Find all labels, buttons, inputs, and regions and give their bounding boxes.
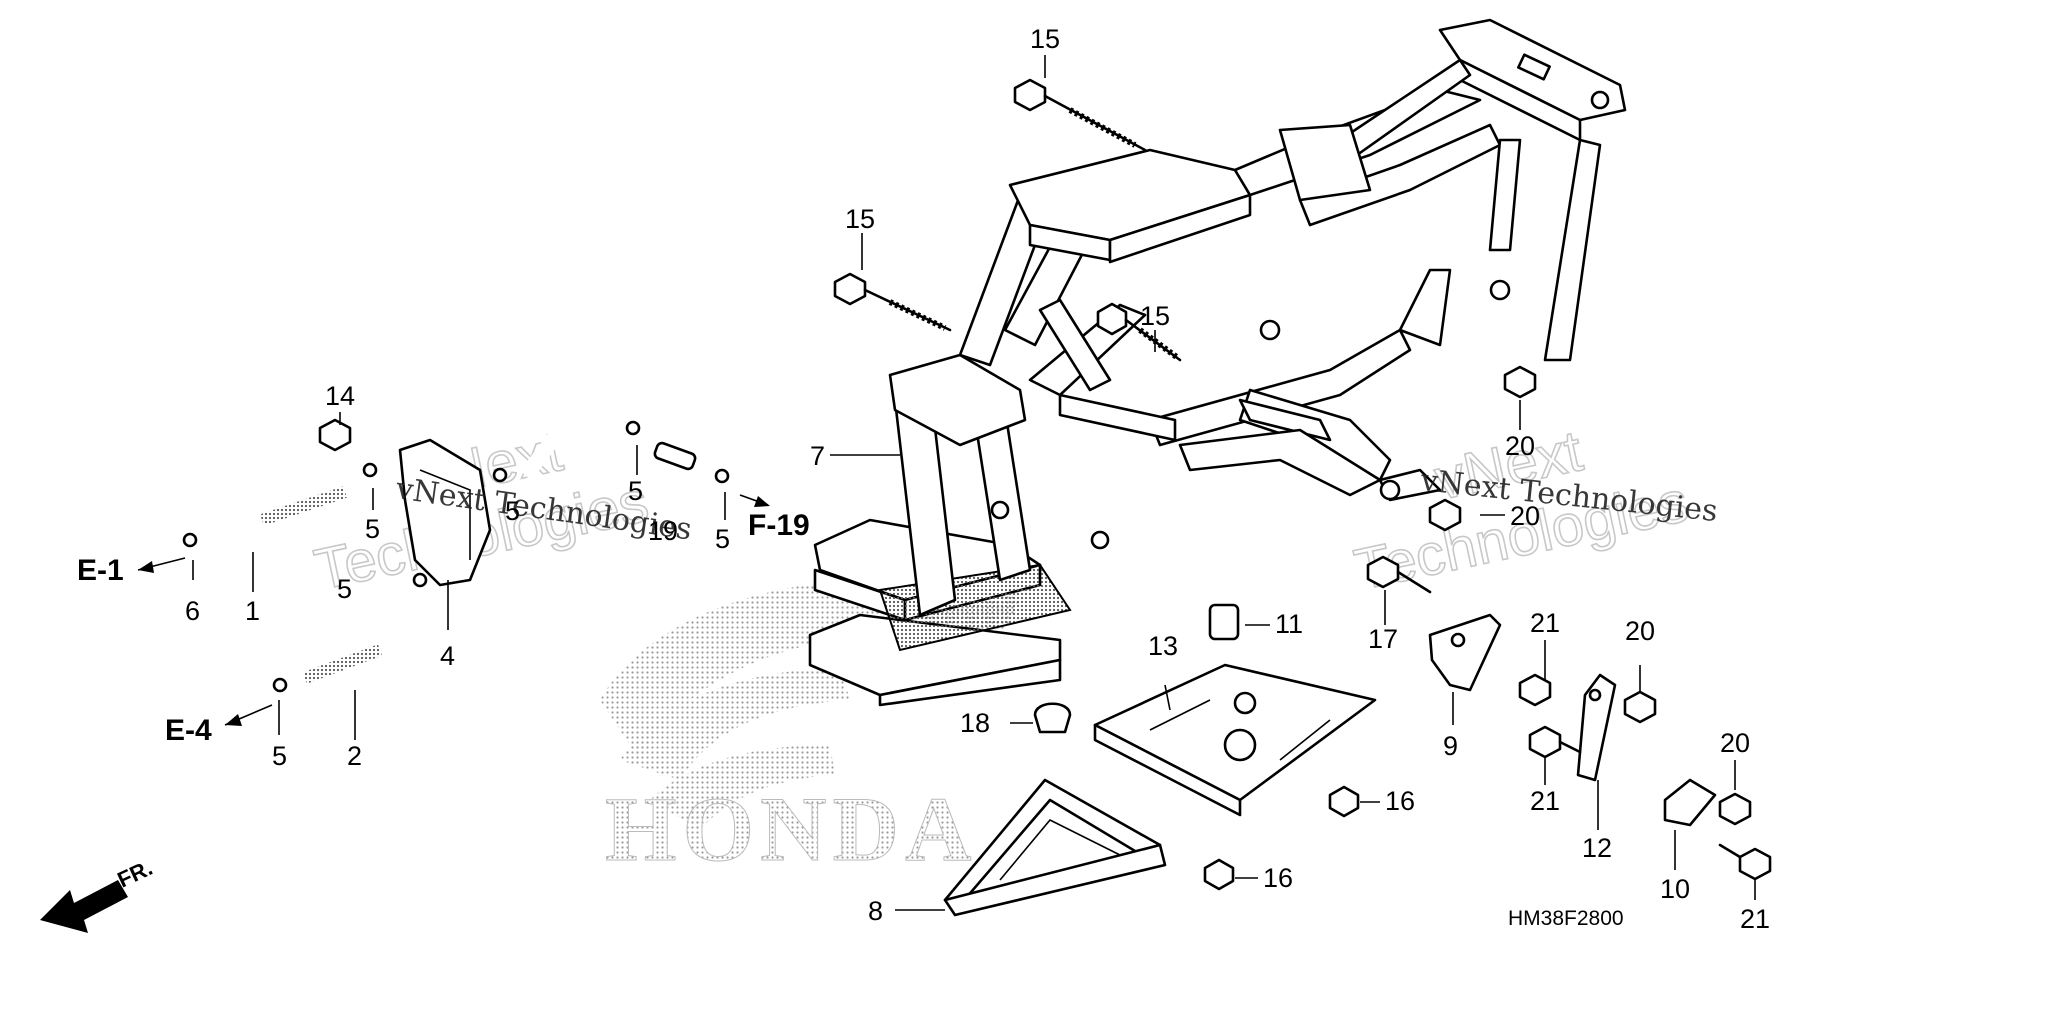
callout-5: 5 (628, 476, 643, 506)
breather-tank-4[interactable] (398, 438, 492, 587)
frame-assembly[interactable] (808, 18, 1627, 707)
bolt-21b[interactable] (1528, 725, 1582, 759)
ref-f19-label: F-19 (748, 509, 810, 542)
nut-20a[interactable] (1503, 365, 1537, 399)
callout-9: 9 (1443, 731, 1458, 761)
callout-2: 2 (347, 741, 362, 771)
callout-11: 11 (1275, 609, 1303, 639)
joint-19[interactable] (653, 441, 697, 471)
bolt-15-lower[interactable] (1096, 302, 1182, 362)
bolt-16b[interactable] (1203, 858, 1235, 891)
callout-1: 1 (245, 596, 260, 626)
callout-20: 20 (1505, 431, 1535, 461)
callout-13: 13 (1148, 631, 1178, 661)
callout-21: 21 (1530, 786, 1560, 816)
callout-14: 14 (325, 381, 355, 411)
bolt-14[interactable] (318, 418, 352, 452)
callouts: 15 15 15 14 7 5 5 5 5 5 5 19 6 1 4 2 20 … (185, 24, 1770, 934)
hose-upper[interactable] (522, 406, 618, 478)
callout-17: 17 (1368, 624, 1398, 654)
bolt-21a[interactable] (1518, 673, 1552, 707)
bolt-21c[interactable] (1718, 843, 1772, 881)
bolt-17[interactable] (1366, 555, 1432, 594)
callout-16: 16 (1263, 863, 1293, 893)
diagram-code: HM38F2800 (1508, 907, 1624, 930)
ref-e1-label: E-1 (77, 554, 124, 587)
callout-15: 15 (1030, 24, 1060, 54)
callout-4: 4 (440, 641, 455, 671)
bracket-10[interactable] (1663, 778, 1717, 827)
grommet-18[interactable] (1033, 702, 1072, 734)
nut-20c[interactable] (1623, 690, 1657, 724)
bolt-15-middle[interactable] (833, 272, 952, 332)
bolt-15-top[interactable] (1013, 78, 1147, 152)
bolt-16a[interactable] (1328, 785, 1360, 818)
ref-e4[interactable]: E-4 (165, 704, 273, 747)
callout-5: 5 (715, 524, 730, 554)
leader-lines (192, 55, 1756, 911)
front-direction-arrow: FR. (40, 855, 156, 933)
callout-18: 18 (960, 708, 990, 738)
honda-brand-text: HONDA (605, 778, 977, 880)
callout-5: 5 (365, 514, 380, 544)
ref-e4-label: E-4 (165, 714, 212, 747)
nut-20d[interactable] (1718, 792, 1752, 826)
callout-19: 19 (648, 516, 678, 546)
callout-20: 20 (1625, 616, 1655, 646)
callout-21: 21 (1740, 904, 1770, 934)
callout-20: 20 (1510, 501, 1540, 531)
callout-21: 21 (1530, 608, 1560, 638)
skid-plate-13[interactable] (1093, 663, 1377, 817)
skid-plate-8[interactable] (943, 778, 1167, 917)
callout-5: 5 (505, 496, 520, 526)
hose-1[interactable] (223, 482, 358, 556)
clip-fittings[interactable] (182, 420, 730, 693)
bracket-12[interactable] (1576, 673, 1617, 782)
ref-f19[interactable]: F-19 (739, 494, 810, 542)
callout-10: 10 (1660, 874, 1690, 904)
callout-15: 15 (1140, 301, 1170, 331)
bracket-9[interactable] (1428, 613, 1502, 692)
callout-8: 8 (868, 896, 883, 926)
ref-e1[interactable]: E-1 (77, 554, 186, 587)
callout-7: 7 (810, 441, 825, 471)
callout-5: 5 (337, 574, 352, 604)
callout-20: 20 (1720, 728, 1750, 758)
hose-2[interactable] (292, 604, 409, 688)
callout-6: 6 (185, 596, 200, 626)
callout-5: 5 (272, 741, 287, 771)
callout-12: 12 (1582, 833, 1612, 863)
nut-20b[interactable] (1428, 498, 1462, 532)
callout-15: 15 (845, 204, 875, 234)
cap-11[interactable] (1208, 603, 1240, 641)
callout-16: 16 (1385, 786, 1415, 816)
